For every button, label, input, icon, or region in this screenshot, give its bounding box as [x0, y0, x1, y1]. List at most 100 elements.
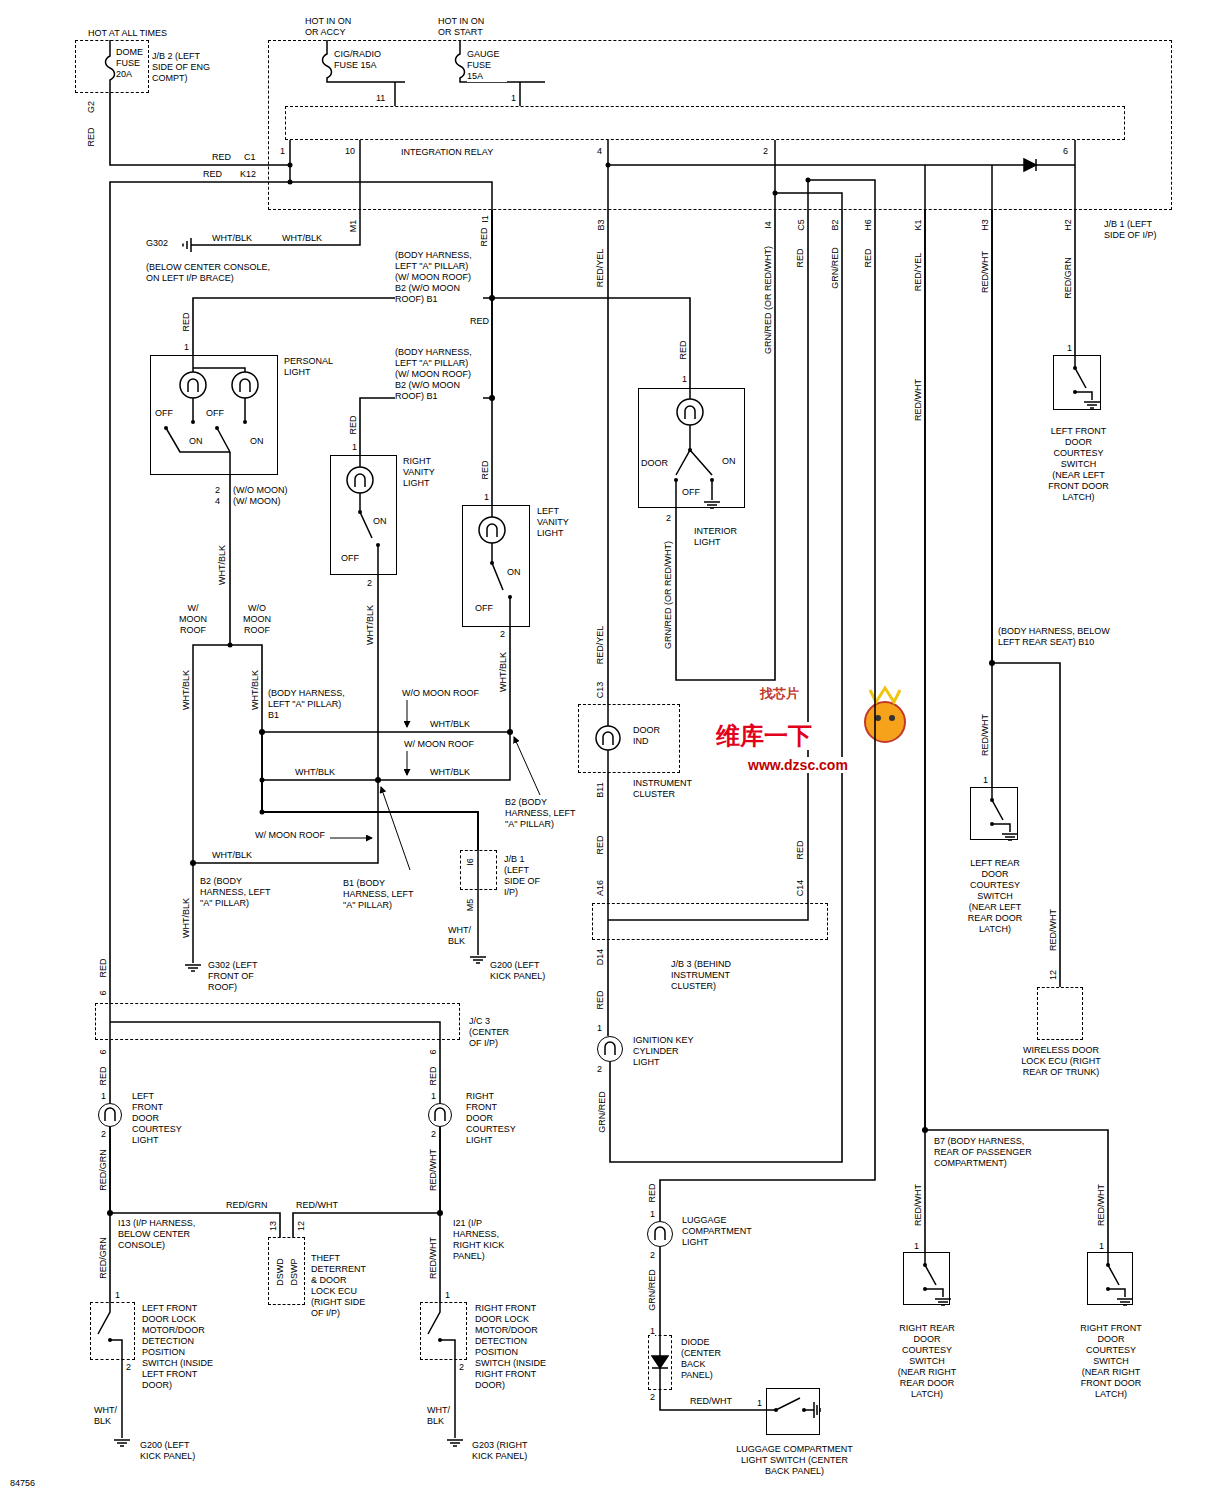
component-label: PERSONAL LIGHT [284, 356, 334, 378]
wire-label: 1 [650, 1326, 655, 1337]
component-label: LEFT FRONT DOOR LOCK MOTOR/DOOR DETECTIO… [142, 1303, 222, 1391]
wire-label: WHT/ BLK [448, 925, 474, 947]
wire-label: DSWP [289, 1259, 300, 1286]
wire-label: HOT IN ON OR ACCY [305, 16, 357, 38]
wire-label: 1 [914, 1241, 919, 1252]
wire-label: GRN/RED (OR RED/WHT) [663, 541, 674, 649]
wire [925, 210, 1108, 1252]
wire-label: B2 [830, 219, 841, 230]
wire-label: 2 [215, 485, 220, 496]
wire-label: B11 [595, 782, 606, 797]
wire-label: W/ MOON ROOF [255, 830, 325, 841]
component-box: J/B 1 (LEFT SIDE OF I/P) [460, 850, 497, 890]
wire-label: OFF [206, 408, 224, 419]
wire [230, 475, 478, 850]
wire-label: 6 [1063, 146, 1068, 157]
wire-label: GRN/RED (OR RED/WHT) [763, 246, 774, 354]
component-box: DOOR INDINSTRUMENT CLUSTER [578, 704, 680, 773]
component-box: DIODE (CENTER BACK PANEL) [648, 1335, 672, 1390]
wire-label: 10 [345, 146, 355, 157]
wire [360, 210, 492, 455]
wire-label: 1 [184, 342, 189, 353]
wire-label: RED [480, 460, 491, 479]
wire-label: 1 [352, 442, 357, 453]
wire-label: I4 [763, 221, 774, 229]
wire-label: B2 (BODY HARNESS, LEFT "A" PILLAR) [505, 797, 590, 830]
wire-label: WHT/BLK [212, 233, 252, 244]
component-box: LEFT FRONT DOOR COURTESY SWITCH (NEAR LE… [1053, 355, 1101, 410]
wire-label: K12 [240, 169, 256, 180]
wire-label: RED/WHT [980, 251, 991, 293]
wire-label: 维库一下 [716, 722, 812, 750]
wire [676, 210, 775, 680]
component-label: RIGHT FRONT DOOR COURTESY LIGHT [466, 1091, 526, 1146]
component-box: LEFT FRONT DOOR LOCK MOTOR/DOOR DETECTIO… [90, 1302, 135, 1360]
wire-label: WHT/BLK [498, 652, 509, 692]
wire-label: 13 [268, 1221, 279, 1231]
wire-label: GRN/RED [830, 247, 841, 289]
wire-label: 2 [597, 1064, 602, 1075]
wire-label: M5 [465, 899, 476, 912]
wire-label: RED/WHT [428, 1149, 439, 1191]
component-label: INSTRUMENT CLUSTER [633, 778, 698, 800]
component-box: INTEGRATION RELAY [285, 106, 1125, 140]
wire-label: CIG/RADIO FUSE 15A [334, 49, 379, 71]
wire-label: WHT/ BLK [427, 1405, 452, 1427]
wire-label: W/O MOON ROOF [402, 688, 479, 699]
wire-label: M1 [348, 220, 359, 233]
wire-label: ON [722, 456, 736, 467]
wire-label: WHT/BLK [365, 605, 376, 645]
wire-label: 12 [296, 1221, 307, 1231]
wire-label: HOT IN ON OR START [438, 16, 490, 38]
component-box: IGNITION KEY CYLINDER LIGHT [597, 1036, 623, 1062]
wire-label: B1 (BODY HARNESS, LEFT "A" PILLAR) [343, 878, 423, 911]
wire [660, 210, 875, 1221]
wire-label: (BODY HARNESS, LEFT "A" PILLAR) (W/ MOON… [395, 347, 483, 402]
wire-label: 1 [280, 146, 285, 157]
watermark-mascot [865, 688, 905, 742]
wire-label: 1 [484, 492, 489, 503]
wire-label: 1 [597, 1023, 602, 1034]
wire-label: RED [678, 340, 689, 359]
wire-label: GRN/RED [597, 1091, 608, 1133]
wire-label: W/O MOON ROOF [240, 603, 274, 636]
component-label: RIGHT VANITY LIGHT [403, 456, 448, 489]
component-box: LEFT REAR DOOR COURTESY SWITCH (NEAR LEF… [970, 787, 1018, 840]
wire-label: G200 (LEFT KICK PANEL) [140, 1440, 200, 1462]
wire-label: I6 [465, 858, 476, 866]
component-box: RIGHT FRONT DOOR COURTESY SWITCH (NEAR R… [1087, 1252, 1133, 1305]
wire-label: G203 (RIGHT KICK PANEL) [472, 1440, 534, 1462]
wire-label: 2 [101, 1129, 106, 1140]
wire-label: ON [507, 567, 521, 578]
wire-label: RED/WHT [690, 1396, 732, 1407]
wire-label: RED [795, 840, 806, 859]
component-label: LEFT VANITY LIGHT [537, 506, 582, 539]
wire-label: 2 [650, 1250, 655, 1261]
wire-label: RED [181, 312, 192, 331]
wire-label: RED/GRN [1063, 257, 1074, 299]
wire-label: RED/GRN [98, 1237, 109, 1279]
wire-label: H6 [863, 219, 874, 231]
component-label: RIGHT FRONT DOOR LOCK MOTOR/DOOR DETECTI… [475, 1303, 555, 1391]
callout-arrows [330, 700, 540, 870]
wire-label: G302 [146, 238, 168, 249]
wire-label: 1 [511, 93, 516, 104]
wire-label: 找芯片 [760, 686, 799, 701]
component-label: INTEGRATION RELAY [401, 147, 493, 158]
wire-label: 1 [650, 1209, 655, 1220]
wire [610, 210, 842, 1162]
wire-label: 1 [757, 1398, 762, 1409]
wire-label: D14 [595, 949, 606, 966]
component-label: LEFT FRONT DOOR COURTESY SWITCH (NEAR LE… [1046, 426, 1111, 503]
wire-label: RED [86, 127, 97, 146]
component-box: HOT AT ALL TIMESDOME FUSE 20AJ/B 2 (LEFT… [75, 40, 149, 93]
wire-label: WHT/BLK [430, 719, 470, 730]
wire-label: RED [795, 248, 806, 267]
wire-label: W/ MOON ROOF [404, 739, 474, 750]
wire-label: RED/GRN [98, 1149, 109, 1191]
wire-label: I1 [480, 215, 491, 223]
component-box: J/B 3 (BEHIND INSTRUMENT CLUSTER) [592, 903, 828, 940]
wire-label: RED/GRN [226, 1200, 268, 1211]
